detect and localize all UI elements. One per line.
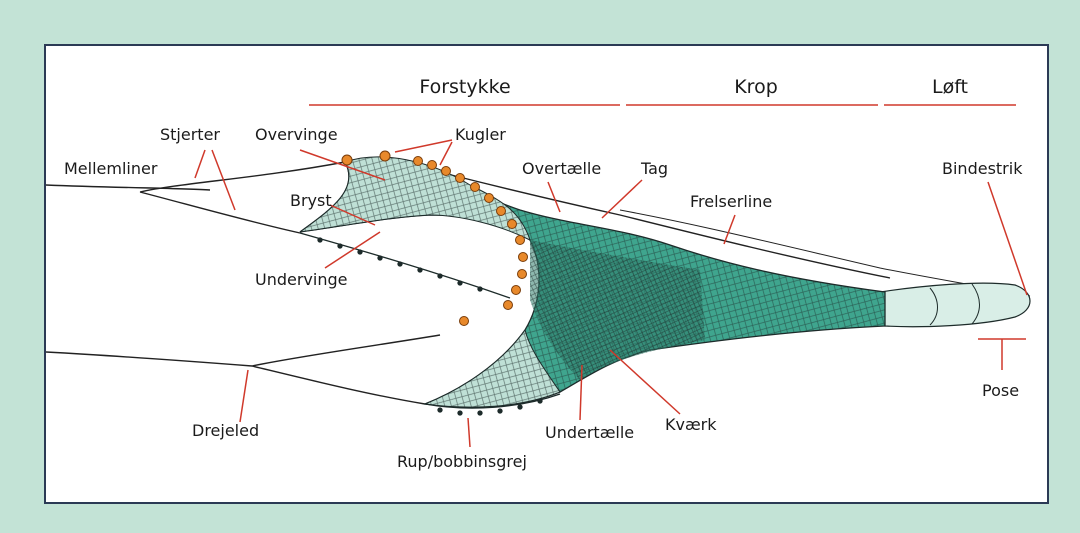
float (460, 317, 469, 326)
float (497, 207, 506, 216)
kvaerk-pointer (610, 350, 680, 414)
label-undertaelle: Undertælle (545, 423, 634, 442)
label-mellemliner: Mellemliner (64, 159, 158, 178)
label-undervinge: Undervinge (255, 270, 347, 289)
upper-bridle (46, 185, 210, 190)
drejeled-pointer (240, 370, 248, 422)
lower-sweep-top (252, 335, 440, 366)
label-tag: Tag (640, 159, 668, 178)
float (485, 194, 494, 203)
bindestrik-pointer (988, 182, 1027, 295)
upper-sweep-bottom (140, 192, 300, 233)
float (414, 157, 423, 166)
label-rup: Rup/bobbinsgrej (397, 452, 527, 471)
stjerter-pointer-2 (212, 150, 235, 210)
float (471, 183, 480, 192)
label-bryst: Bryst (290, 191, 332, 210)
undervinge-pointer (325, 232, 380, 268)
float (519, 253, 528, 262)
float (456, 174, 465, 183)
label-stjerter: Stjerter (160, 125, 220, 144)
label-drejeled: Drejeled (192, 421, 259, 440)
overtaelle-pointer (548, 182, 560, 212)
lower-bridle (46, 352, 252, 366)
kugler-pointer-2 (440, 142, 452, 165)
label-bindestrik: Bindestrik (942, 159, 1023, 178)
section-forstykke: Forstykke (419, 76, 510, 98)
stjerter-pointer-1 (195, 150, 205, 178)
float (508, 220, 517, 229)
float (428, 161, 437, 170)
tag-pointer (602, 180, 642, 218)
label-frelserline: Frelserline (690, 192, 772, 211)
label-kugler: Kugler (455, 125, 506, 144)
float (342, 155, 352, 165)
float (518, 270, 527, 279)
float (516, 236, 525, 245)
label-kvaerk: Kværk (665, 415, 717, 434)
codend-light (880, 283, 1030, 327)
float (504, 301, 513, 310)
float (442, 167, 451, 176)
section-krop: Krop (734, 76, 778, 98)
rup-pointer (468, 418, 470, 447)
frelserline-pointer (724, 215, 735, 244)
label-overtaelle: Overtælle (522, 159, 601, 178)
label-overvinge: Overvinge (255, 125, 338, 144)
label-pose: Pose (982, 381, 1019, 400)
kugler-pointer-1 (395, 140, 452, 152)
float (512, 286, 521, 295)
lower-sweep-bottom (252, 366, 425, 404)
upper-sweep-top (140, 162, 345, 192)
section-loeft: Løft (932, 76, 968, 98)
float (380, 151, 390, 161)
